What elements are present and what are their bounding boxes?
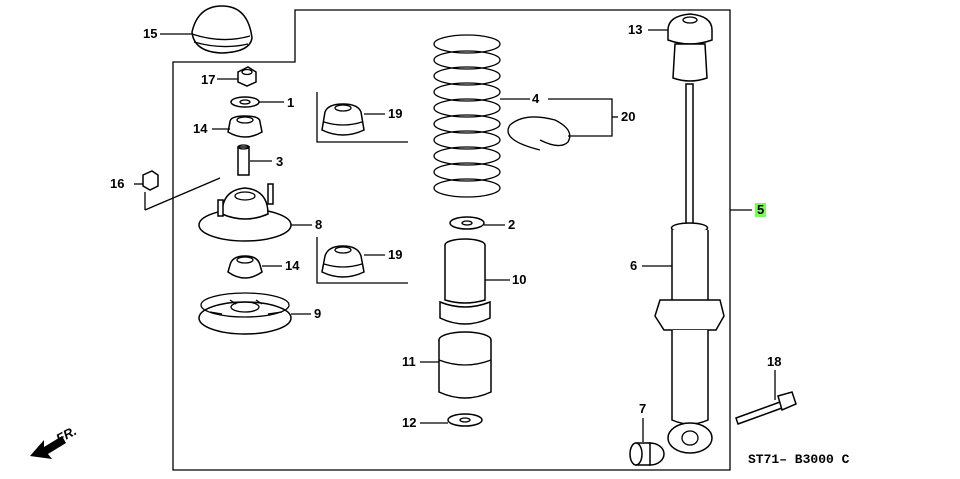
part-19-bump-stop-upper bbox=[321, 103, 365, 136]
diagram-frame bbox=[172, 9, 731, 471]
callout-14-lower: 14 bbox=[285, 258, 300, 273]
part-7-lower-bushing bbox=[629, 442, 665, 466]
part-11-bump-rubber bbox=[438, 331, 492, 399]
callout-19-lower: 19 bbox=[388, 247, 403, 262]
callout-20: 20 bbox=[621, 109, 636, 124]
part-20-spring-insulator bbox=[507, 116, 571, 151]
part-9-spring-seat-rubber bbox=[198, 292, 292, 335]
part-13-top-mount bbox=[667, 13, 713, 82]
part-14-upper-bushing bbox=[227, 115, 263, 138]
part-17-flange-nut bbox=[142, 170, 221, 211]
part-8-mount-base bbox=[198, 183, 292, 242]
bracket-19-bottom bbox=[316, 237, 408, 284]
part-15-dust-cap bbox=[191, 5, 253, 54]
part-4-coil-spring bbox=[433, 34, 501, 198]
part-1-washer bbox=[230, 96, 260, 108]
callout-17: 16 bbox=[110, 176, 125, 191]
part-18-nut bbox=[237, 66, 257, 87]
callout-5: 5 bbox=[755, 202, 767, 217]
callout-14-upper: 14 bbox=[193, 121, 208, 136]
callout-13: 13 bbox=[628, 22, 643, 37]
callout-19-upper: 19 bbox=[388, 106, 403, 121]
callout-15: 15 bbox=[143, 26, 158, 41]
leader-lines bbox=[134, 29, 776, 442]
part-6-shock-absorber bbox=[654, 83, 725, 454]
part-19-bump-stop-lower bbox=[321, 245, 365, 278]
callout-18: 17 bbox=[201, 72, 216, 87]
callout-3: 3 bbox=[276, 154, 284, 169]
callout-4: 4 bbox=[532, 91, 540, 106]
part-16-bolt bbox=[735, 391, 797, 425]
callout-11: 11 bbox=[402, 354, 416, 369]
part-12-washer bbox=[447, 413, 483, 427]
part-10-dust-boot bbox=[439, 238, 491, 325]
callout-6: 6 bbox=[630, 258, 638, 273]
callout-2: 2 bbox=[508, 217, 516, 232]
callout-9: 9 bbox=[314, 306, 322, 321]
callout-8: 8 bbox=[315, 217, 323, 232]
drawing-code: ST71– B3000 C bbox=[748, 452, 850, 467]
callout-1: 1 bbox=[287, 95, 295, 110]
callout-16: 18 bbox=[767, 354, 782, 369]
callout-12: 12 bbox=[402, 415, 417, 430]
callout-7: 7 bbox=[639, 401, 647, 416]
callout-10: 10 bbox=[512, 272, 527, 287]
bracket-19-top bbox=[316, 92, 408, 143]
front-direction-arrow-icon bbox=[30, 436, 66, 459]
part-14-lower-bushing bbox=[227, 255, 263, 279]
part-2-washer bbox=[449, 216, 485, 230]
part-3-collar bbox=[237, 144, 250, 176]
